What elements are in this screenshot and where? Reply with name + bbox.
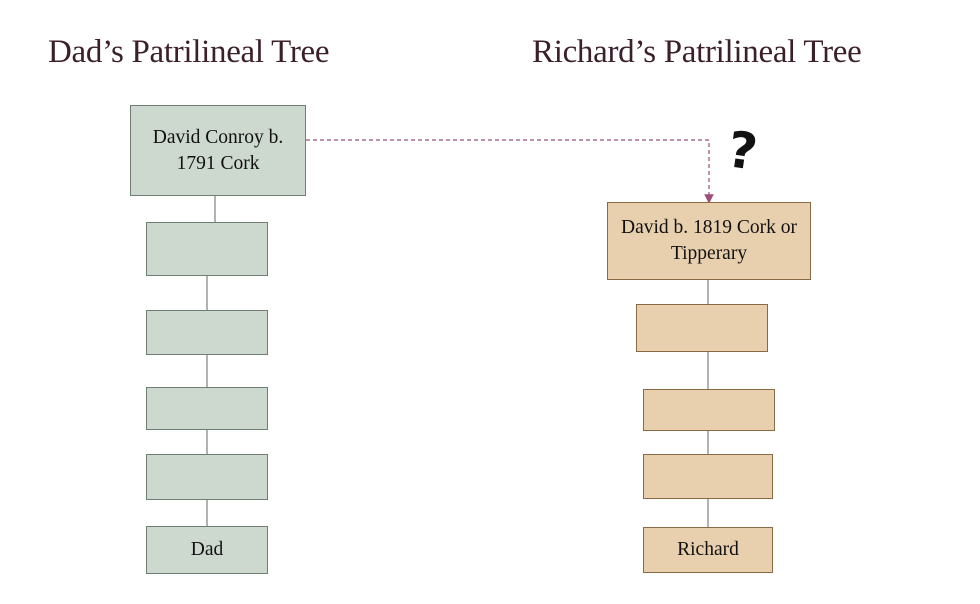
left-leaf-box: Dad <box>146 526 268 574</box>
right-leaf-label: Richard <box>677 539 739 560</box>
left-root-box: David Conroy b. 1791 Cork <box>130 105 306 196</box>
left-generation-box <box>146 310 268 355</box>
right-leaf-box: Richard <box>643 527 773 573</box>
left-generation-box <box>146 387 268 430</box>
right-root-box: David b. 1819 Cork or Tipperary <box>607 202 811 280</box>
right-generation-box <box>643 389 775 431</box>
right-generation-box <box>643 454 773 499</box>
left-leaf-label: Dad <box>190 539 224 560</box>
left-generation-box <box>146 222 268 276</box>
right-generation-box <box>636 304 768 352</box>
right-tree-title: Richard’s Patrilineal Tree <box>532 34 862 70</box>
dashed-link-arrow <box>306 139 714 204</box>
left-root-label: David Conroy b. 1791 Cork <box>152 126 284 174</box>
left-tree-title: Dad’s Patrilineal Tree <box>48 34 330 70</box>
right-root-label: David b. 1819 Cork or Tipperary <box>620 217 798 264</box>
left-generation-box <box>146 454 268 500</box>
